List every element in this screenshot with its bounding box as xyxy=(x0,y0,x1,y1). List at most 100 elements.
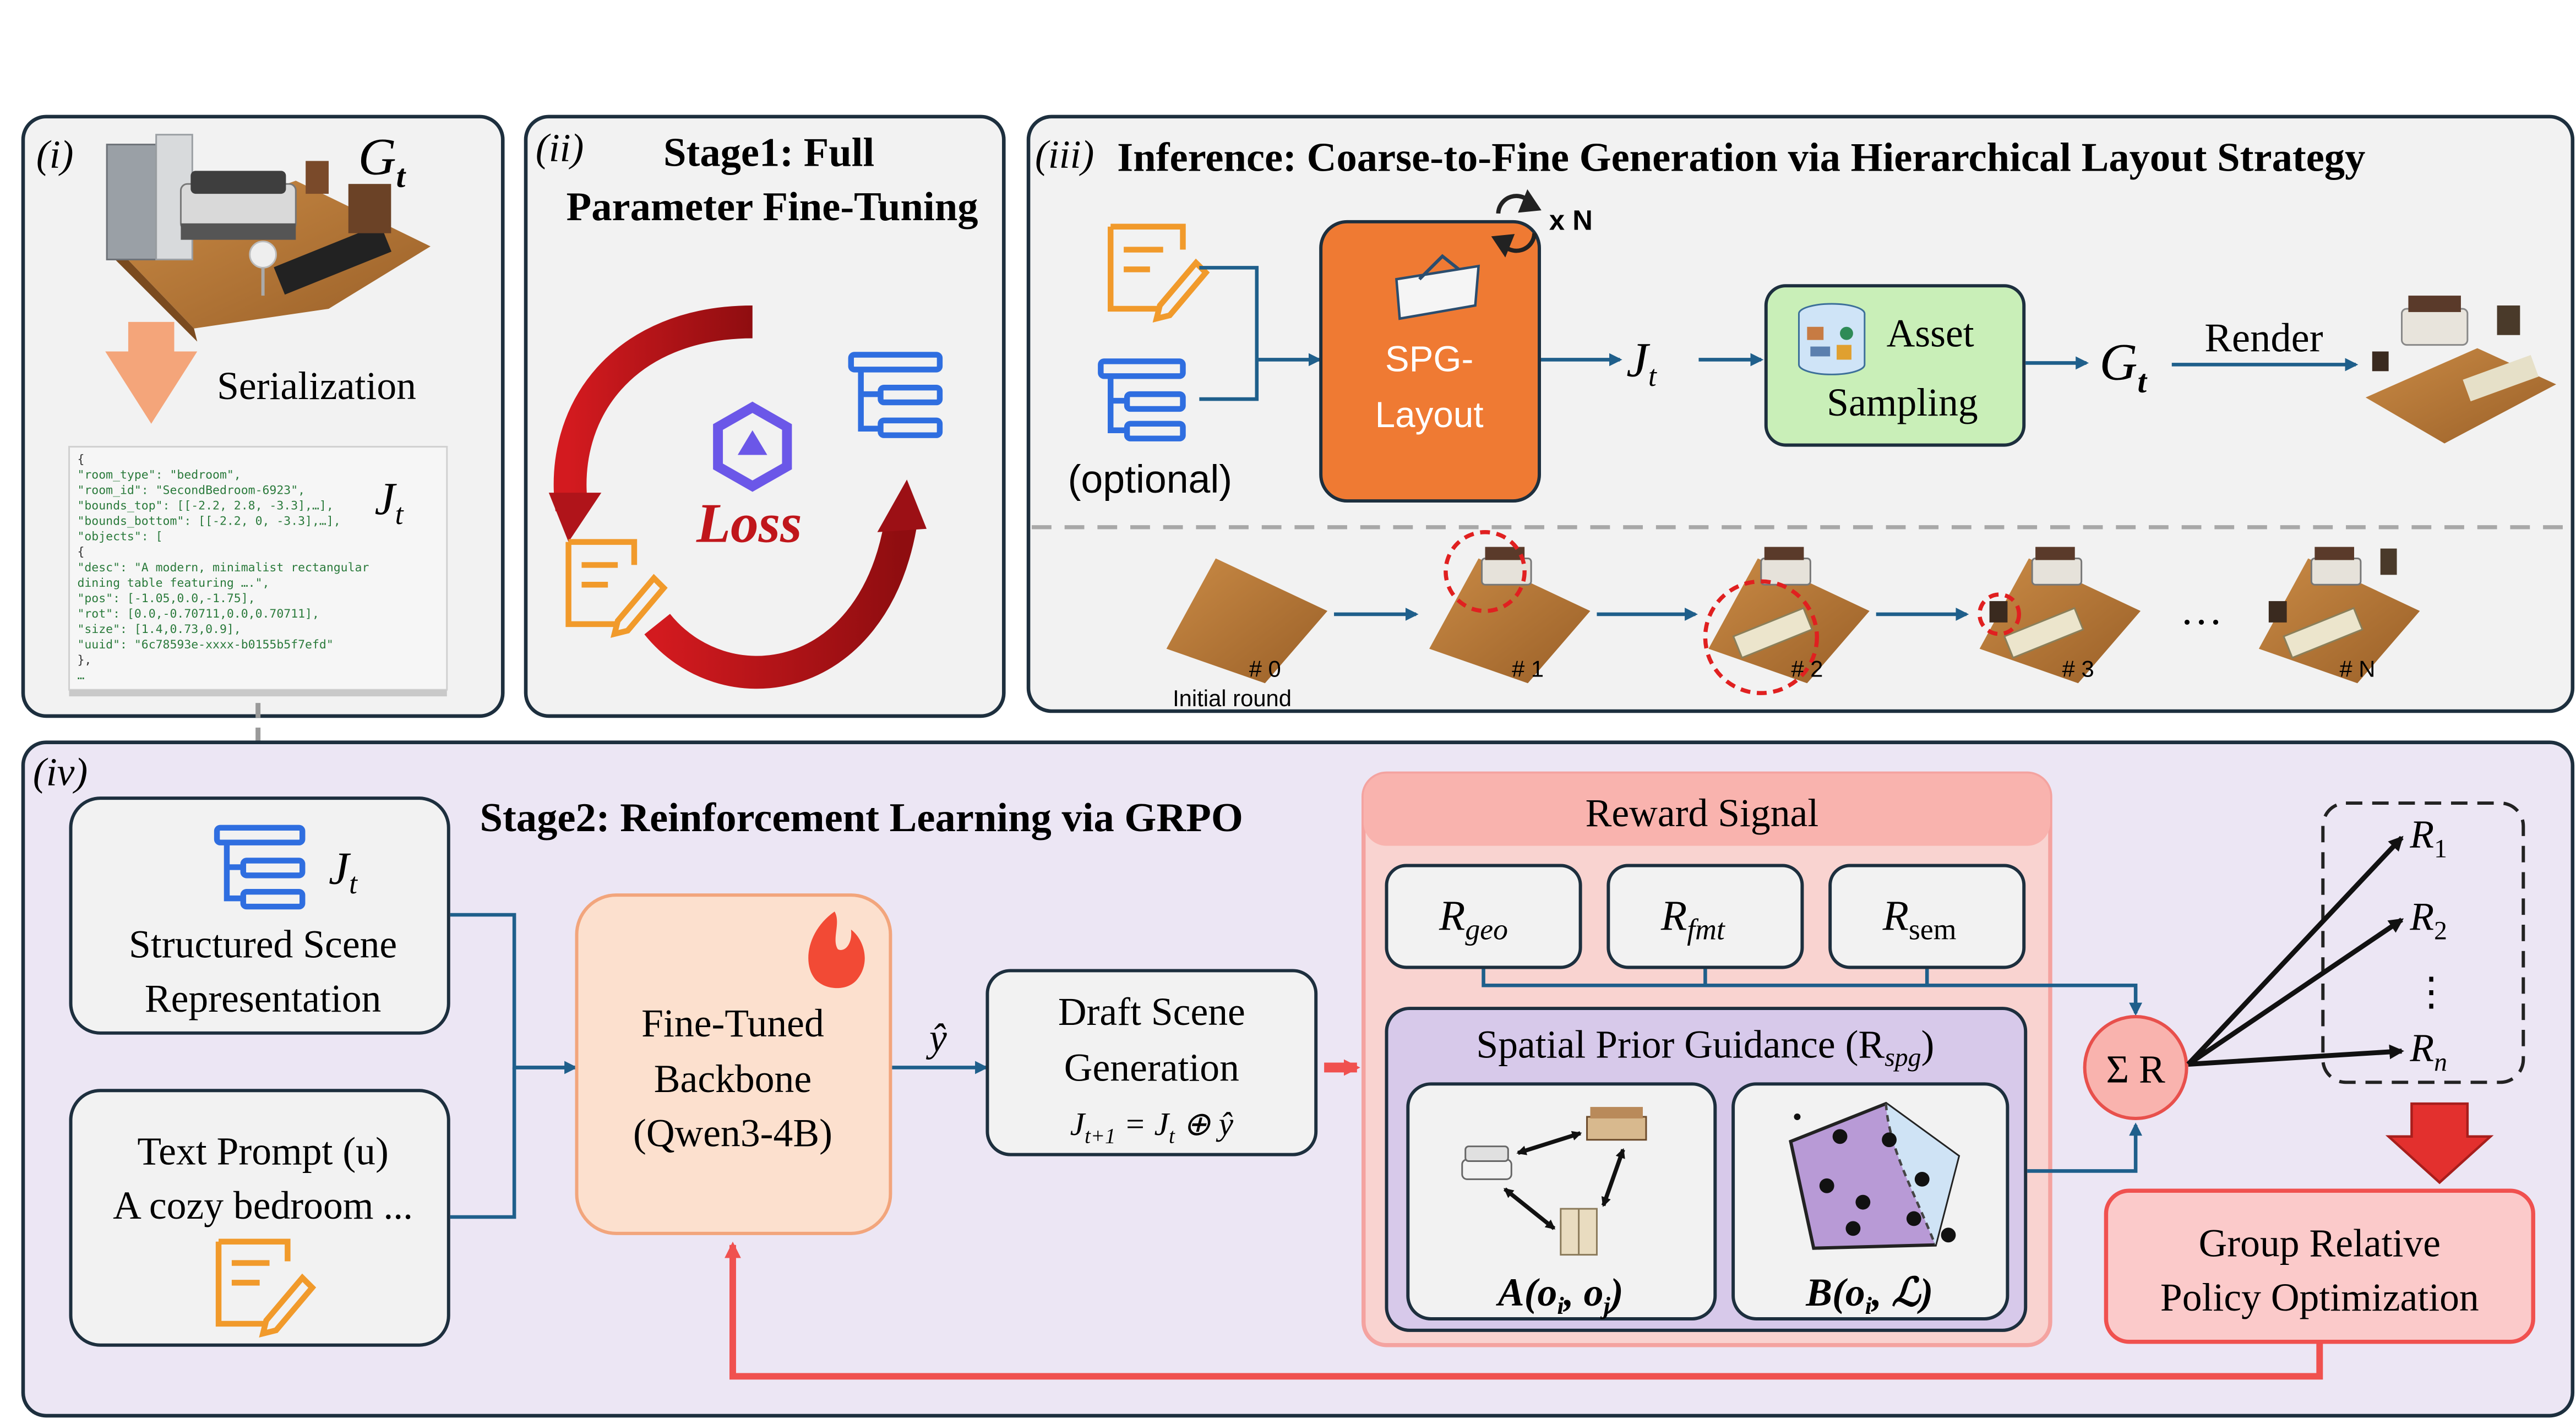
bedroom-scene-image xyxy=(106,134,431,342)
round-headboard xyxy=(1764,547,1804,560)
draft-line1: Draft Scene xyxy=(1058,990,1245,1034)
panel-i: (i) Gt Serialization { "room_type": "bed… xyxy=(21,114,505,799)
round-label: # 0 xyxy=(1249,656,1281,681)
round-label: # 1 xyxy=(1512,656,1544,681)
structure-list-icon xyxy=(214,825,306,910)
round-headboard xyxy=(2035,547,2075,560)
round-bed xyxy=(2031,557,2083,586)
grpo-box xyxy=(2104,1188,2535,1344)
r-fmt-box xyxy=(1606,864,1804,969)
render-label: Render xyxy=(2204,316,2323,361)
grpo-down-arrow xyxy=(2385,1102,2494,1185)
round-floor xyxy=(1166,558,1328,684)
grpo-line1: Group Relative xyxy=(2199,1222,2441,1265)
structure-list-icon xyxy=(848,352,943,438)
r-geo-box xyxy=(1385,864,1582,969)
json-symbol-j: Jt xyxy=(375,474,404,531)
gt-symbol: Gt xyxy=(2099,332,2148,400)
asset-line2: Sampling xyxy=(1827,381,1978,424)
panel-iii: (iii) Inference: Coarse-to-Fine Generati… xyxy=(1026,114,2575,713)
arrow-to-r2 xyxy=(2187,918,2404,1067)
round-label: # N xyxy=(2339,656,2375,681)
refinement-rounds: # 0 Initial round # 1 # 2 # 3 # N xyxy=(1166,530,2420,711)
ssr-symbol-j: Jt xyxy=(329,843,358,900)
ssr-line2: Representation xyxy=(145,977,382,1020)
asset-sampling-box: Asset Sampling xyxy=(1764,284,2026,447)
cycle-arrowhead-bottom xyxy=(877,479,927,532)
prompt-line2: A cozy bedroom ... xyxy=(113,1184,413,1227)
loss-label: Loss xyxy=(696,493,802,554)
panel-ii-label: (ii) xyxy=(536,126,584,170)
json-line: "bounds_bottom": [[-2.2, 0, -3.3],…], xyxy=(77,515,340,528)
stage1-title-line1: Stage1: Full xyxy=(663,130,874,175)
furniture-relation-icons xyxy=(1461,1107,1647,1256)
json-line: { xyxy=(77,452,84,466)
pairwise-function: A(oi, oj) xyxy=(1496,1271,1624,1319)
text-prompt-box xyxy=(69,1089,450,1347)
repeat-cycle-icon xyxy=(1491,189,1542,258)
round-caption: Initial round xyxy=(1173,685,1292,711)
scene-symbol-g: Gt xyxy=(358,127,407,194)
round-side-table xyxy=(1989,601,2008,623)
sum-label: Σ R xyxy=(2106,1047,2165,1091)
boundary-function: B(oi, ℒ) xyxy=(1805,1271,1933,1319)
json-line: … xyxy=(77,669,84,683)
draft-scene-box xyxy=(985,969,1318,1156)
rounds-ellipsis: … xyxy=(2180,586,2223,634)
json-line: }, xyxy=(77,653,91,667)
round-headboard xyxy=(1485,547,1525,560)
structure-list-icon xyxy=(1098,358,1186,441)
document-pencil-icon xyxy=(215,1238,317,1338)
spg-to-sum-arrow xyxy=(2027,1122,2143,1173)
serialization-arrow xyxy=(105,321,198,424)
document-pencil-icon xyxy=(565,539,668,638)
vdots: ⋮ xyxy=(2411,970,2451,1014)
spg-layout-box: SPG- Layout xyxy=(1319,220,1542,503)
round-floor xyxy=(1429,558,1591,684)
json-line: "pos": [-1.05,0.0,-1.75], xyxy=(77,592,255,605)
round-headboard xyxy=(2314,547,2354,560)
round-4: # N xyxy=(2258,547,2420,684)
json-line: "bounds_top": [[-2.2, 2.8, -3.3],…], xyxy=(77,499,333,513)
cycle-arrow-top xyxy=(553,305,753,511)
database-icon xyxy=(1798,303,1866,375)
round-sofa xyxy=(2003,607,2084,659)
backbone-line1: Fine-Tuned xyxy=(641,1002,824,1045)
grpo-line2: Policy Optimization xyxy=(2160,1276,2479,1319)
cycle-arrow-bottom xyxy=(644,522,917,689)
connector-doc xyxy=(1199,266,1259,360)
structured-scene-box xyxy=(69,796,450,1035)
backbone-box xyxy=(575,893,892,1235)
document-pencil-icon xyxy=(1108,223,1210,323)
draft-line2: Generation xyxy=(1064,1046,1239,1089)
policy-feedback-arrow xyxy=(725,1241,2323,1380)
connector-list xyxy=(1199,359,1259,401)
round-0: # 0 Initial round xyxy=(1166,558,1328,711)
fire-icon xyxy=(808,912,865,989)
inference-title: Inference: Coarse-to-Fine Generation via… xyxy=(1117,135,2365,180)
rewards-group-box xyxy=(2321,801,2525,1084)
json-line: "rot": [0.0,-0.70711,0.0,0.70711], xyxy=(77,607,319,621)
panel-ii: (ii) Stage1: Full Parameter Fine-Tuning … xyxy=(524,114,1006,718)
round-chair xyxy=(2380,548,2397,575)
sum-node xyxy=(2083,1014,2188,1120)
panel-iv: (iv) Stage2: Reinforcement Learning via … xyxy=(21,740,2575,1418)
round-sofa xyxy=(2283,607,2363,659)
new-object-highlight xyxy=(1977,592,2022,636)
prompt-line1: Text Prompt (u) xyxy=(137,1130,388,1174)
round-label: # 2 xyxy=(1791,656,1823,681)
spg-line1: SPG- xyxy=(1385,339,1473,379)
cycle-arrowhead-top xyxy=(548,493,602,542)
round-3: # 3 xyxy=(1977,547,2141,684)
json-line: "room_id": "SecondBedroom-6923", xyxy=(77,484,305,498)
boundary-polygon-icon xyxy=(1789,1101,1960,1250)
json-line: dining table featuring ….", xyxy=(77,576,269,590)
serialization-label: Serialization xyxy=(217,364,416,408)
arrow-to-rn xyxy=(2188,1044,2404,1067)
reward-title: Reward Signal xyxy=(1586,792,1819,835)
spg-title: Spatial Prior Guidance (Rspg) xyxy=(1476,1023,1934,1072)
reward-header xyxy=(1363,773,2050,846)
round-1: # 1 xyxy=(1429,530,1591,684)
json-line: "objects": [ xyxy=(77,530,162,544)
